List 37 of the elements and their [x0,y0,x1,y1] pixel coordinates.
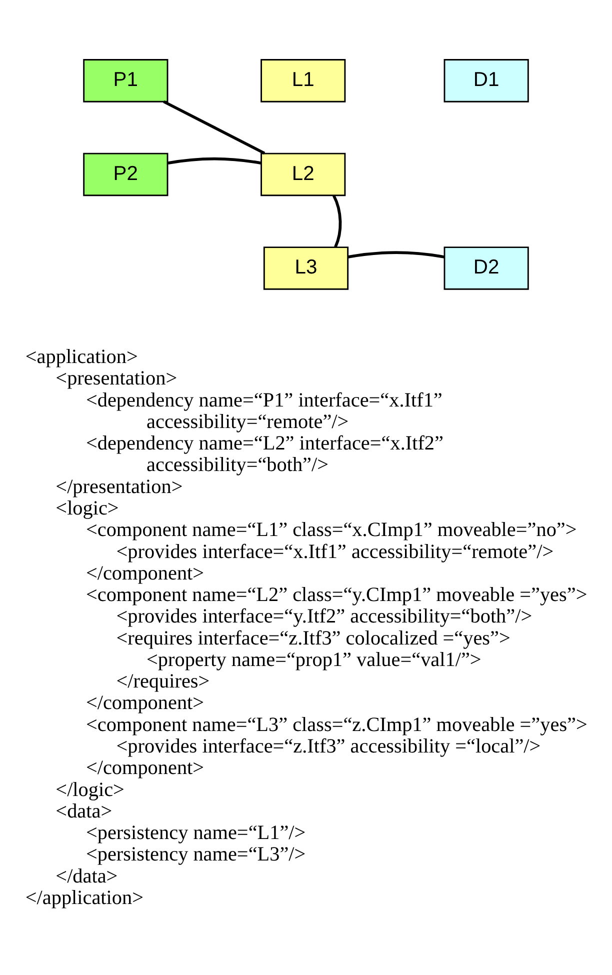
label: <presentation> [56,368,178,390]
label: <component name=“L3” class=“z.CImp1” moveable =”yes”> [86,714,588,736]
label: </component> [86,562,204,584]
label: </data> [56,865,118,888]
node-box: P2 [83,152,168,196]
node-box: P1 [83,59,168,102]
label: <persistency name=“L1”/> [86,822,306,844]
label: <dependency name=“P1” interface=“x.Itf1” [86,389,442,412]
label: <application> [25,346,138,368]
node-box: L1 [260,59,346,102]
label: <data> [56,800,112,822]
label: accessibility=“both”/> [146,454,329,476]
label: </logic> [56,778,124,801]
label: accessibility=“remote”/> [146,410,349,433]
label: <property name=“prop1” value=“val1/”> [146,648,482,671]
label: <persistency name=“L3”/> [86,844,306,866]
node-box: L3 [263,246,349,290]
label: <provides interface=“z.Itf3” accessibility =“local”/> [116,736,541,758]
connector [348,251,444,258]
label: <requires interface=“z.Itf3” colocalized =“yes”> [116,627,510,650]
connector [168,157,262,164]
label: </component> [86,692,204,714]
label: <component name=“L1” class=“x.CImp1” moveable=”no”> [86,519,577,542]
label: <provides interface=“y.Itf2” accessibility=“both”/> [116,606,532,628]
label: <provides interface=“x.Itf1” accessibility=“remote”/> [116,540,554,563]
label: </application> [25,886,144,909]
label: </component> [86,757,204,780]
label: </presentation> [56,476,183,498]
node-box: D2 [444,246,529,290]
label: <component name=“L2” class=“y.CImp1” moveable =”yes”> [86,584,588,606]
label: </requires> [116,670,210,693]
node-box: D1 [444,59,529,102]
node-box: L2 [260,152,346,196]
label: <logic> [56,497,119,520]
connector [163,100,266,155]
label: <dependency name=“L2” interface=“x.Itf2” [86,432,444,455]
connector [332,195,342,248]
